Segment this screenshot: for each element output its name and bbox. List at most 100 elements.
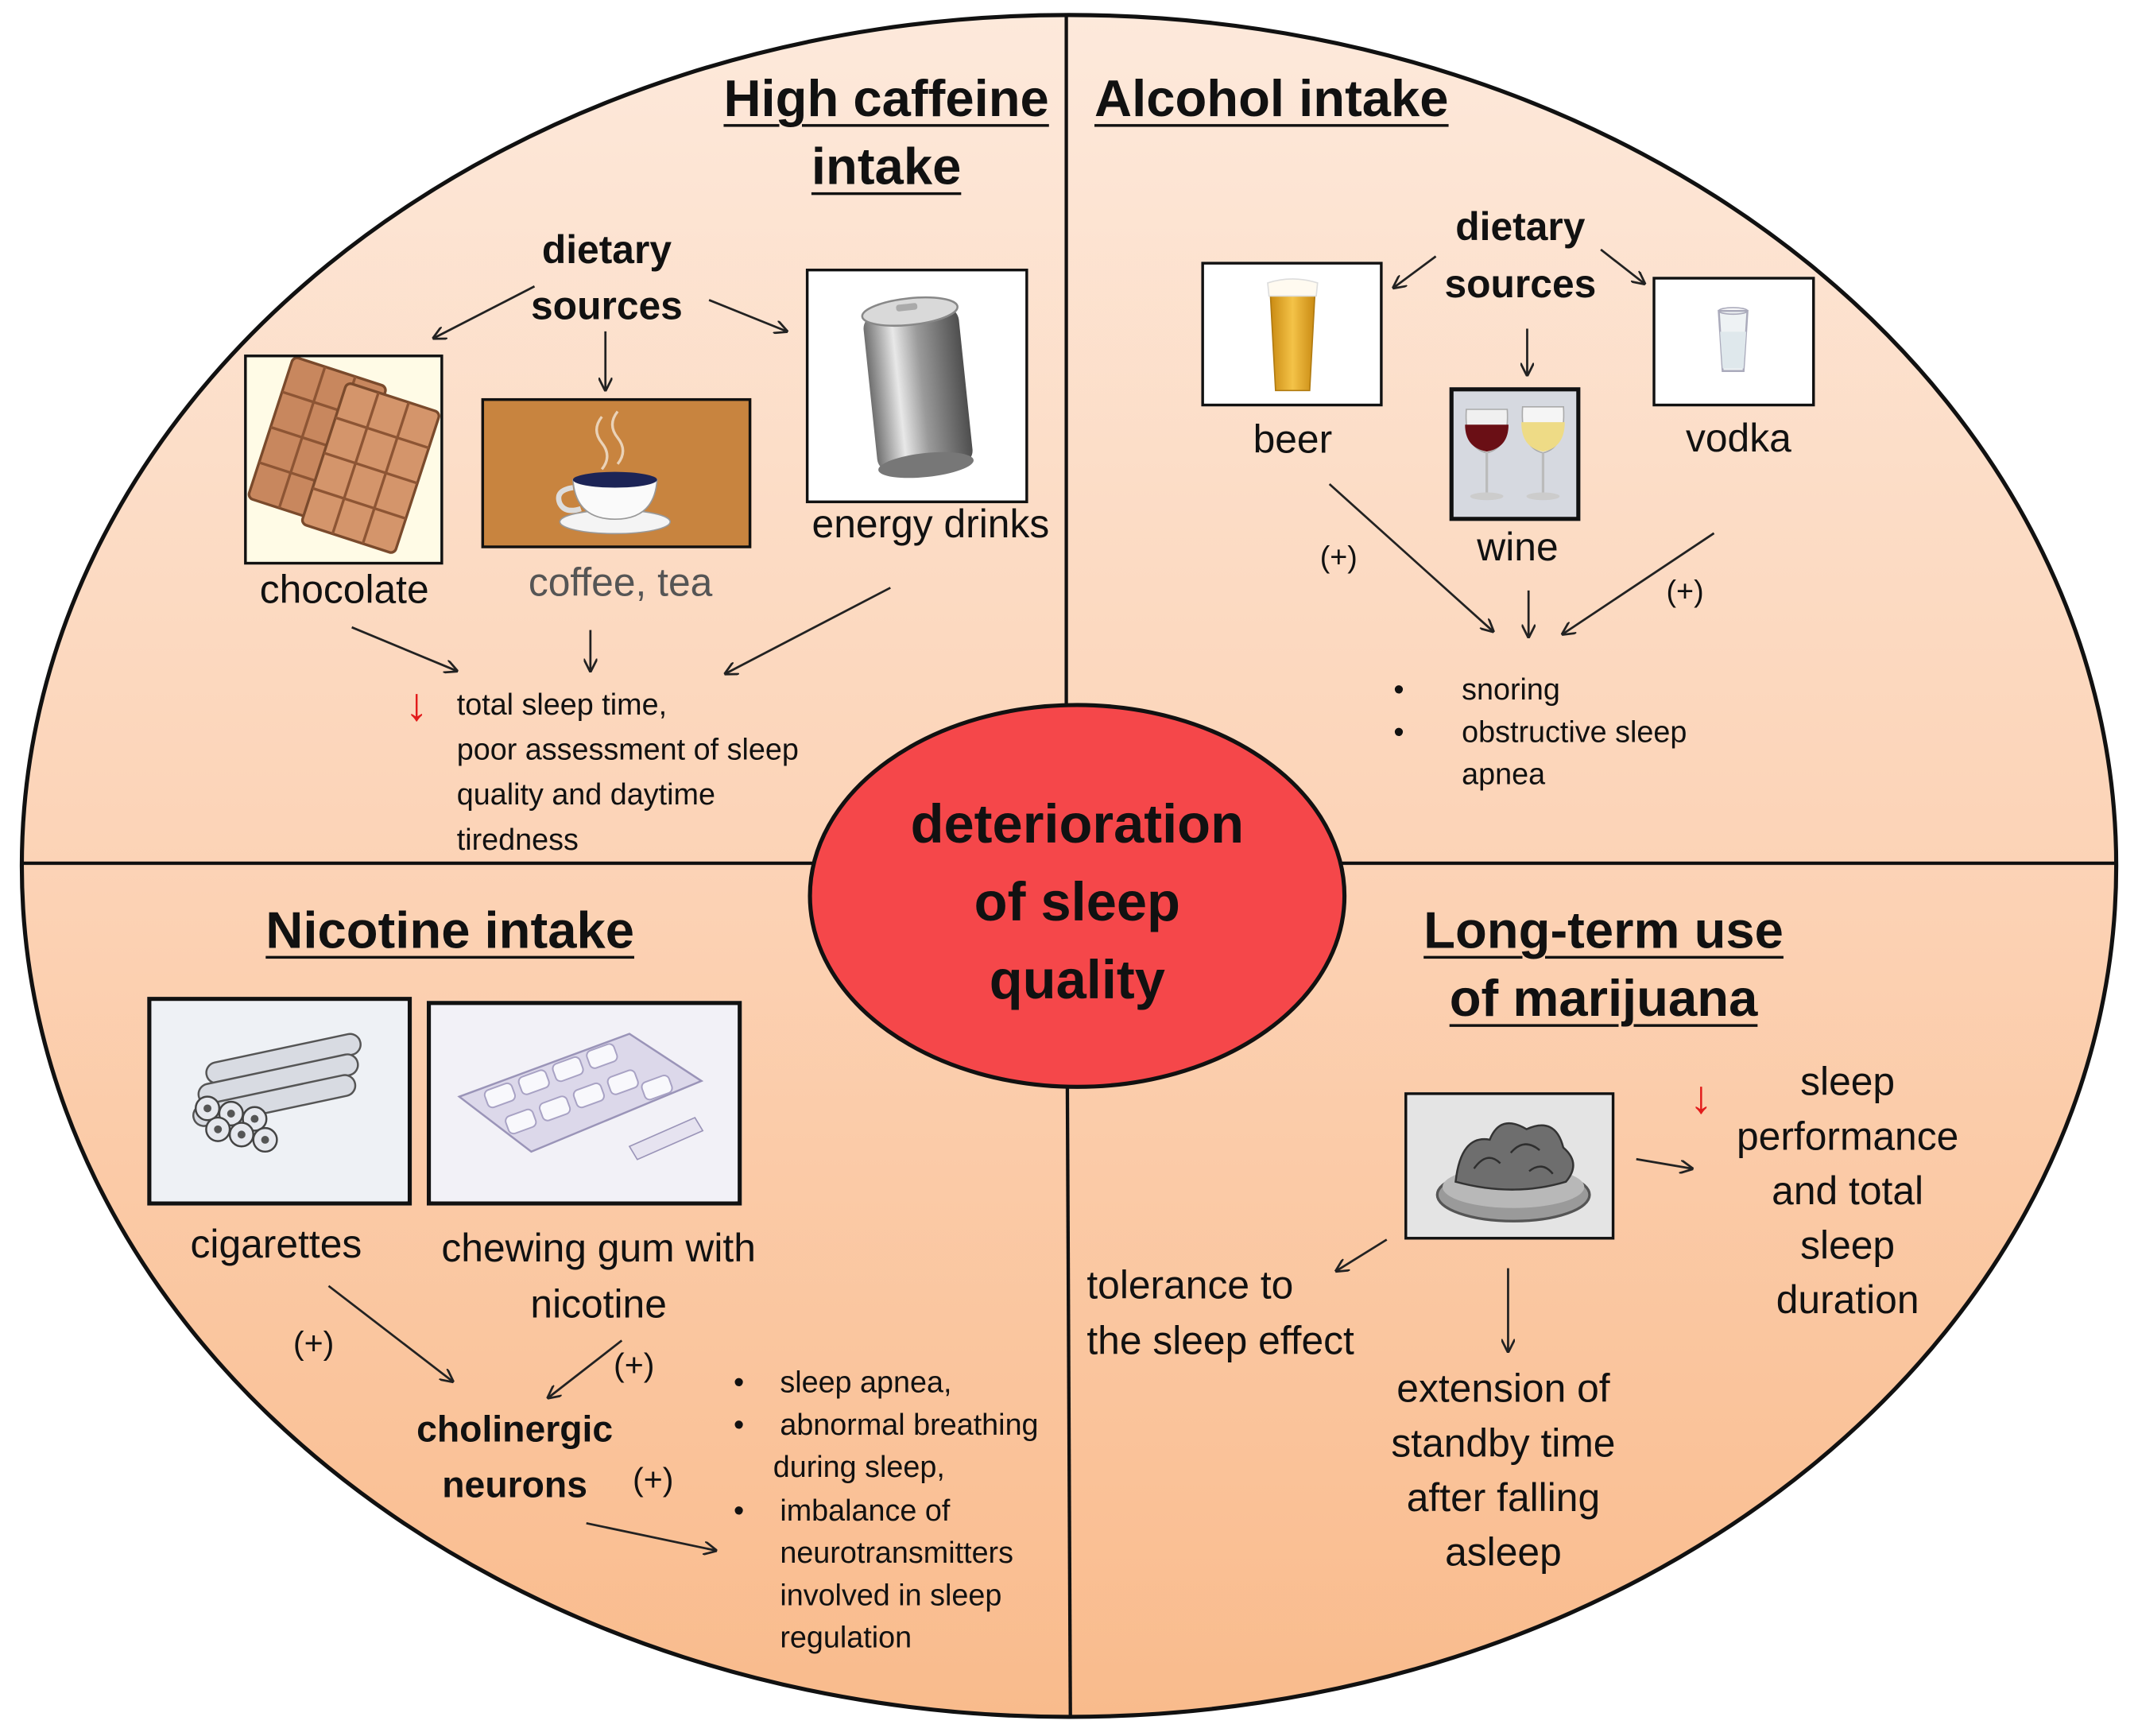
performance-line-3: and total	[1772, 1170, 1924, 1214]
arrow-marijuana-to-performance	[1636, 1157, 1692, 1168]
marijuana-bowl-icon	[1408, 1095, 1611, 1238]
wine-label: wine	[1477, 526, 1559, 571]
nicotine-plus-cigarettes: (+)	[292, 1325, 335, 1362]
alcohol-sources: dietary sources	[1404, 199, 1636, 313]
beer-glass-icon	[1267, 278, 1319, 392]
alcohol-title: Alcohol intake	[1094, 71, 1449, 129]
alcohol-plus-vodka: (+)	[1666, 574, 1704, 609]
arrow-sources-to-vodka	[1600, 248, 1644, 284]
marijuana-extension: extension of standby time after falling …	[1364, 1362, 1644, 1581]
chocolate-icon	[247, 357, 440, 554]
extension-line-3: after falling	[1406, 1477, 1601, 1521]
chocolate-label: chocolate	[259, 568, 429, 613]
caffeine-effect: total sleep time, poor assessment of sle…	[457, 682, 866, 862]
decrease-arrow-icon: ↓	[405, 679, 428, 731]
arrow-cigarettes-to-neurons	[327, 1285, 452, 1381]
chocolate-image	[244, 355, 443, 565]
beer-label: beer	[1253, 418, 1333, 463]
gum-label-line-2: nicotine	[530, 1284, 667, 1328]
alcohol-effect-item-text: apnea	[1462, 757, 1546, 792]
caffeine-title: High caffeine intake	[709, 65, 1063, 202]
performance-line-2: performance	[1736, 1115, 1959, 1160]
marijuana-title: Long-term use of marijuana	[1418, 897, 1789, 1034]
caffeine-effect-line-2: poor assessment of sleep	[456, 732, 799, 767]
arrow-energy-to-effect	[726, 587, 891, 673]
marijuana-title-line-1: Long-term use	[1423, 902, 1784, 960]
performance-line-1: sleep	[1800, 1060, 1896, 1105]
nicotine-effect-item-text: involved in sleep	[780, 1578, 1002, 1613]
nicotine-gum-label: chewing gum with nicotine	[429, 1222, 767, 1335]
coffee-cup-icon	[486, 401, 747, 546]
shot-glass-icon	[1718, 307, 1749, 372]
caffeine-title-line-2: intake	[811, 139, 962, 197]
arrow-sources-to-beer	[1393, 255, 1437, 288]
neurons-label-line-1: cholinergic	[416, 1409, 614, 1450]
vodka-image	[1652, 277, 1815, 407]
arrow-sources-to-energy	[708, 299, 787, 331]
nicotine-plus-neurons: (+)	[633, 1462, 674, 1499]
nicotine-effect-item-text: regulation	[780, 1620, 912, 1655]
caffeine-effect-line-4: tiredness	[456, 822, 579, 857]
marijuana-image	[1404, 1092, 1615, 1240]
center-ellipse	[808, 703, 1347, 1089]
caffeine-sources: dietary sources	[491, 223, 723, 334]
alcohol-effect-item: snoring	[1393, 668, 1748, 711]
beer-image	[1201, 262, 1383, 407]
arrow-chocolate-to-effect	[351, 626, 457, 671]
nicotine-effect-item: abnormal breathing	[734, 1404, 1075, 1447]
nicotine-effect-item-continued: involved in sleep	[734, 1574, 1075, 1617]
extension-line-1: extension of	[1396, 1367, 1610, 1412]
extension-line-2: standby time	[1391, 1422, 1616, 1467]
caffeine-sources-line-2: sources	[531, 284, 683, 328]
gum-blister-icon	[432, 1005, 736, 1202]
nicotine-effect-item: imbalance of	[734, 1489, 1075, 1532]
alcohol-sources-line-1: dietary	[1455, 206, 1586, 250]
energy-drinks-label: energy drinks	[811, 503, 1050, 547]
nicotine-effect-item-text: neurotransmitters	[780, 1535, 1014, 1570]
arrow-gum-to-neurons	[548, 1339, 623, 1397]
arrow-beer-to-effects	[1328, 483, 1493, 631]
alcohol-effect-item: obstructive sleep	[1393, 711, 1748, 754]
arrow-vodka-to-effects	[1563, 532, 1715, 634]
arrow-neurons-to-effects	[586, 1521, 716, 1550]
wine-glasses-icon	[1453, 391, 1577, 517]
marijuana-title-line-2: of marijuana	[1449, 971, 1758, 1029]
aluminum-can-icon	[861, 296, 974, 479]
nicotine-effect-item-continued: during sleep,	[734, 1446, 1075, 1489]
marijuana-performance: sleep performance and total sleep durati…	[1711, 1056, 1984, 1328]
cholinergic-neurons-label: cholinergic neurons	[402, 1402, 627, 1513]
arrow-marijuana-to-tolerance	[1336, 1238, 1388, 1270]
caffeine-title-line-1: High caffeine	[723, 71, 1049, 129]
nicotine-effect-item-text: during sleep,	[773, 1450, 945, 1485]
arrow-sources-to-chocolate	[434, 285, 536, 338]
extension-line-4: asleep	[1445, 1531, 1562, 1575]
neurons-label-line-2: neurons	[442, 1463, 587, 1505]
cigarettes-label: cigarettes	[190, 1223, 362, 1267]
marijuana-decrease-arrow-icon: ↓	[1689, 1071, 1713, 1124]
cigarettes-image	[147, 997, 412, 1206]
tolerance-line-2: the sleep effect	[1086, 1319, 1354, 1364]
vodka-label: vodka	[1685, 417, 1791, 461]
nicotine-effect-item: sleep apnea,	[734, 1361, 1075, 1404]
caffeine-effect-line-1: total sleep time,	[456, 687, 668, 722]
center-title: deterioration of sleep quality	[846, 787, 1309, 1019]
marijuana-tolerance: tolerance to the sleep effect	[1086, 1258, 1414, 1370]
nicotine-gum-image	[426, 1001, 742, 1206]
arrows	[327, 248, 1715, 1551]
alcohol-plus-beer: (+)	[1319, 540, 1358, 575]
tolerance-line-1: tolerance to	[1086, 1264, 1294, 1308]
nicotine-title: Nicotine intake	[265, 902, 634, 960]
nicotine-effects-list: sleep apnea, abnormal breathing during s…	[734, 1361, 1075, 1659]
center-title-line-3: quality	[989, 950, 1165, 1010]
coffee-image	[481, 397, 752, 548]
alcohol-effect-item-continued: apnea	[1393, 754, 1748, 796]
performance-line-5: duration	[1776, 1279, 1919, 1323]
caffeine-sources-line-1: dietary	[541, 229, 672, 273]
alcohol-effects-list: snoring obstructive sleep apnea	[1393, 668, 1748, 796]
nicotine-plus-gum: (+)	[614, 1347, 655, 1385]
energy-drink-image	[805, 268, 1028, 504]
nicotine-effect-item-continued: regulation	[734, 1617, 1075, 1660]
coffee-label: coffee, tea	[528, 561, 713, 606]
caffeine-effect-line-3: quality and daytime	[456, 777, 715, 812]
